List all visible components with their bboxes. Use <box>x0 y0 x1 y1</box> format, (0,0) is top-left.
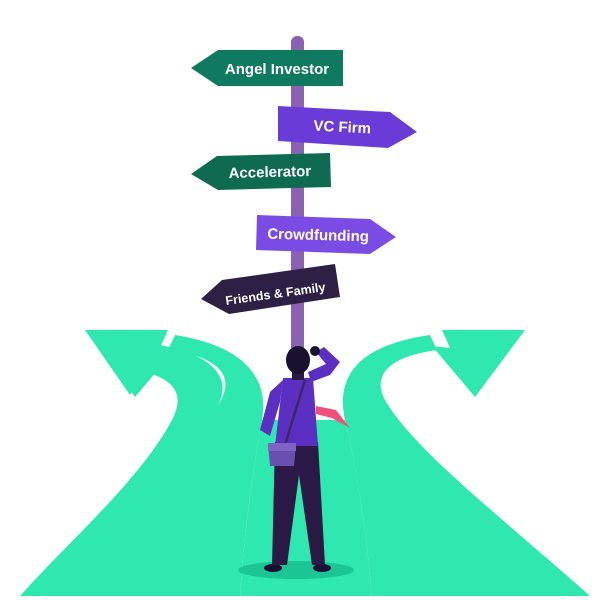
right-arrow-head <box>432 330 525 397</box>
road-left-body <box>20 335 264 596</box>
sign-accelerator-label: Accelerator <box>228 163 311 182</box>
bag-strap <box>283 379 307 446</box>
sign-crowdfunding-label: Crowdfunding <box>267 226 369 246</box>
tie <box>316 406 350 428</box>
left-arm <box>260 380 283 436</box>
shirt <box>275 378 318 446</box>
sign-angel-investor-label: Angel Investor <box>225 61 329 78</box>
person-figure <box>260 346 350 572</box>
bag-flap <box>268 443 296 451</box>
sign-vc-firm: VC Firm <box>278 106 417 148</box>
sign-vc-firm-board <box>278 106 417 148</box>
sign-friends-family: Friends & Family <box>201 264 340 314</box>
hand <box>310 346 320 356</box>
sign-accelerator: Accelerator <box>191 153 331 190</box>
head <box>286 346 310 374</box>
left-shoe <box>264 564 282 572</box>
sign-crowdfunding-board <box>256 215 396 254</box>
ground-shadow <box>238 561 354 579</box>
sign-vc-firm-label: VC Firm <box>313 118 371 138</box>
pants <box>272 442 325 565</box>
right-arm <box>308 347 340 382</box>
left-arrow-head <box>85 330 178 397</box>
sign-friends-family-board <box>201 264 340 314</box>
road-right-body <box>342 335 590 596</box>
sign-angel-investor-board <box>191 50 343 86</box>
sign-angel-investor: Angel Investor <box>191 50 343 86</box>
sign-accelerator-board <box>191 153 331 190</box>
right-shoe <box>313 564 331 572</box>
sign-crowdfunding: Crowdfunding <box>256 215 396 254</box>
